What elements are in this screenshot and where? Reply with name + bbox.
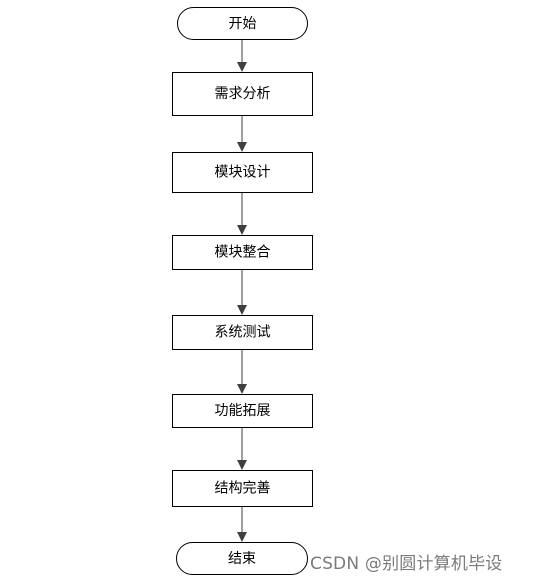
start-node: 开始 <box>177 7 308 40</box>
process-step-5: 功能拓展 <box>172 394 313 428</box>
process-step-4: 系统测试 <box>172 315 313 350</box>
end-node: 结束 <box>176 542 308 575</box>
end-terminal-shape <box>176 542 308 575</box>
process-box <box>172 72 313 116</box>
process-step-label: 结构完善 <box>215 481 271 497</box>
process-step-label: 模块整合 <box>215 245 271 261</box>
start-terminal-shape <box>177 7 308 40</box>
process-step-label: 需求分析 <box>215 86 271 102</box>
process-step-label: 模块设计 <box>215 165 271 181</box>
process-step-1: 需求分析 <box>172 72 313 116</box>
process-step-3: 模块整合 <box>172 235 313 270</box>
process-step-label: 系统测试 <box>215 325 271 341</box>
watermark-text: CSDN @别圆计算机毕设 <box>310 554 503 574</box>
process-step-2: 模块设计 <box>172 152 313 193</box>
process-box <box>172 315 313 350</box>
process-step-label: 功能拓展 <box>215 403 271 419</box>
process-box <box>172 394 313 428</box>
process-step-6: 结构完善 <box>172 470 313 507</box>
process-box <box>172 235 313 270</box>
process-box <box>172 152 313 193</box>
start-label: 开始 <box>229 16 257 32</box>
process-box <box>172 470 313 507</box>
end-label: 结束 <box>228 551 256 567</box>
